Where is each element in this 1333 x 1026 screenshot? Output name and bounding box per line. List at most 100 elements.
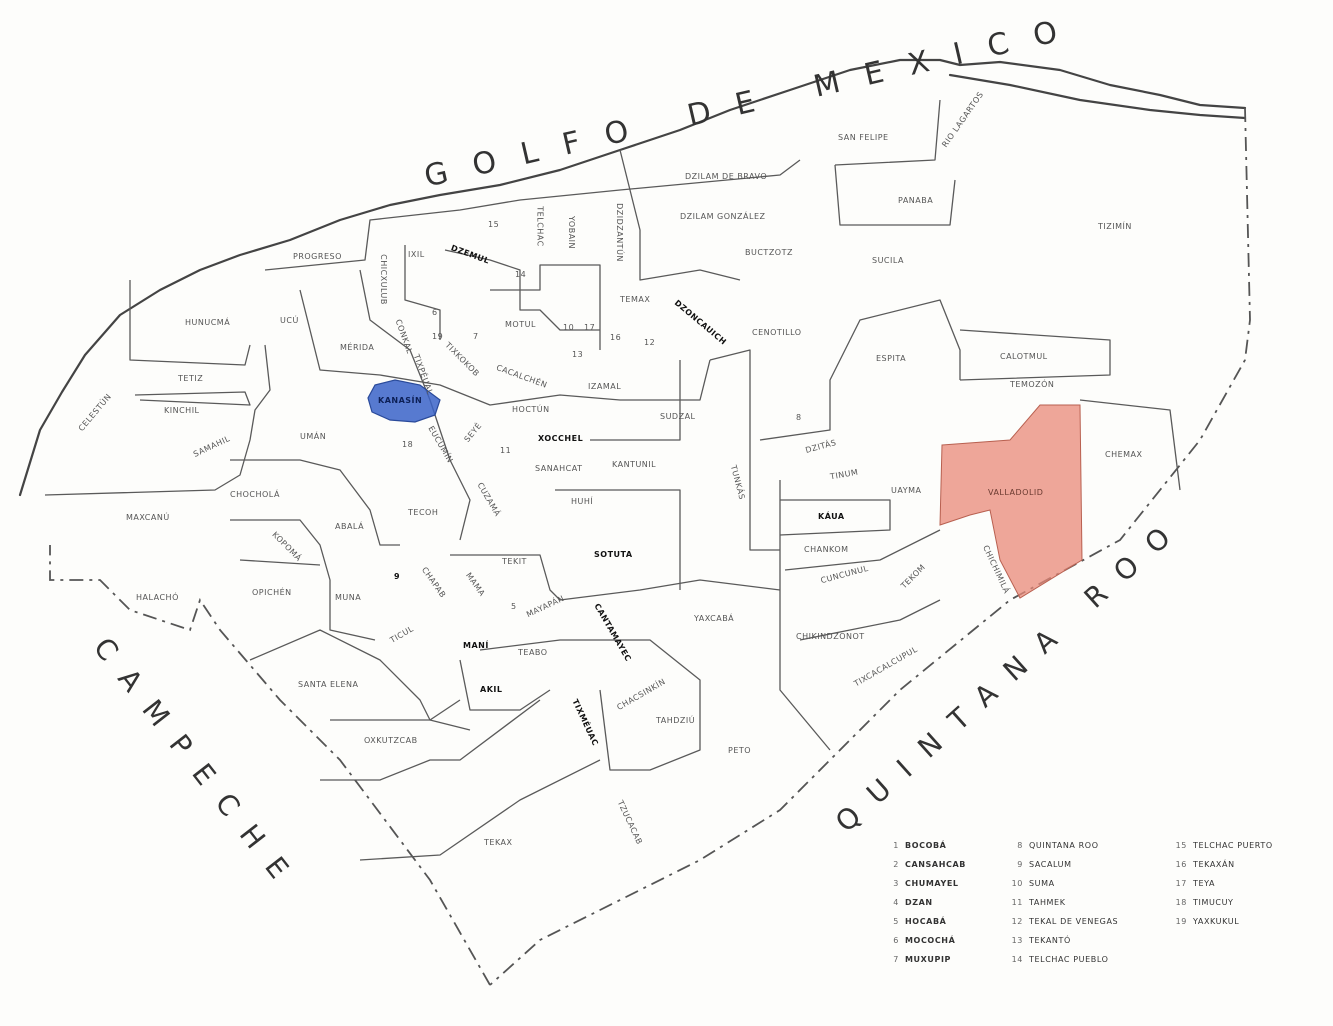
mun-label: IZAMAL (588, 382, 622, 391)
mun-label: KÁUA (818, 512, 845, 521)
mun-label: BUCTZOTZ (745, 248, 793, 257)
mun-label: ABALÁ (335, 522, 365, 531)
legend-item: 9 SACALUM (1009, 855, 1169, 873)
legend-name: TELCHAC PUERTO (1193, 840, 1273, 850)
mun-label: OXKUTZCAB (364, 736, 418, 745)
legend-item: 1 BOCOBÁ (885, 836, 1005, 854)
map-number: 9 (394, 572, 401, 581)
legend-name: TIMUCUY (1193, 897, 1234, 907)
mun-label: SAN FELIPE (838, 133, 889, 142)
mun-label: HOCTÚN (512, 405, 550, 414)
mun-label: PANABA (898, 196, 934, 205)
legend-item: 19 YAXKUKUL (1173, 912, 1313, 930)
legend-name: YAXKUKUL (1193, 916, 1240, 926)
map-number: 7 (473, 332, 479, 341)
legend-number: 1 (893, 840, 899, 850)
map-number: 13 (572, 350, 584, 359)
municipality-boundaries (44, 99, 1181, 861)
legend-number: 3 (893, 878, 899, 888)
legend-name: MOCOCHÁ (905, 935, 956, 945)
mun-label: YAXCABÁ (694, 614, 735, 623)
mun-label: CHOCHOLÁ (230, 490, 280, 499)
legend-number: 14 (1011, 954, 1023, 964)
legend-number: 16 (1175, 859, 1187, 869)
legend-item: 11 TAHMEK (1009, 893, 1169, 911)
mun-label: SANTA ELENA (298, 680, 359, 689)
map-number: 10 (563, 323, 575, 332)
mun-label: CALOTMUL (1000, 352, 1048, 361)
mun-label: TEKIT (502, 557, 527, 566)
mun-label: PETO (728, 746, 752, 755)
mun-label: DZIDZANTÚN (614, 203, 624, 262)
mun-label: TEMAX (620, 295, 651, 304)
mun-label: MUNA (335, 593, 362, 602)
map-number: 8 (796, 413, 802, 422)
mun-label: MOTUL (505, 320, 536, 329)
legend-name: BOCOBÁ (905, 840, 947, 850)
legend-name: TAHMEK (1029, 897, 1066, 907)
mun-label: TELCHAC (535, 206, 545, 247)
legend: 1 BOCOBÁ 8 QUINTANA ROO 15 TELCHAC PUERTO 2… (885, 836, 1305, 968)
mun-label: MAXCANÚ (126, 513, 170, 522)
legend-item: 4 DZAN (885, 893, 1005, 911)
mun-label: SUCILA (872, 256, 904, 265)
mun-label: UMÁN (300, 432, 327, 441)
legend-number: 15 (1175, 840, 1187, 850)
legend-name: TEKANTÓ (1029, 935, 1071, 945)
mun-label: YOBAIN (567, 215, 577, 250)
map-number: 5 (511, 602, 517, 611)
legend-item: 8 QUINTANA ROO (1009, 836, 1169, 854)
legend-name: DZAN (905, 897, 933, 907)
map-number: 19 (432, 332, 444, 341)
legend-name: CANSAHCAB (905, 859, 966, 869)
mun-label: SUDZAL (660, 412, 696, 421)
mun-label: SOTUTA (594, 550, 633, 559)
legend-number: 13 (1011, 935, 1023, 945)
map-number: 18 (402, 440, 414, 449)
mun-label: TETIZ (178, 374, 204, 383)
legend-number: 9 (1017, 859, 1023, 869)
legend-name: HOCABÁ (905, 916, 947, 926)
legend-number: 10 (1011, 878, 1023, 888)
legend-number: 8 (1017, 840, 1023, 850)
legend-number: 4 (893, 897, 899, 907)
legend-item (1173, 931, 1313, 949)
legend-number: 6 (893, 935, 899, 945)
mun-label: VALLADOLID (988, 488, 1044, 497)
mun-label: TEKAX (484, 838, 513, 847)
legend-name: MUXUPIP (905, 954, 952, 964)
legend-name: SUMA (1029, 878, 1055, 888)
mun-label: TECOH (408, 508, 439, 517)
mun-label: ESPITA (876, 354, 907, 363)
legend-name: SACALUM (1029, 859, 1072, 869)
mun-label: IXIL (408, 250, 425, 259)
mun-label: HALACHÓ (136, 593, 179, 602)
mun-label: AKIL (480, 685, 503, 694)
mun-label: DZILAM GONZÁLEZ (680, 212, 766, 221)
coastline-islet (948, 73, 1247, 120)
mun-label: TAHDZIÚ (656, 716, 696, 725)
map-number: 6 (432, 308, 438, 317)
map-number: 15 (488, 220, 500, 229)
mun-label: TEABO (518, 648, 548, 657)
map-number: 16 (610, 333, 622, 342)
mun-label: TEMOZÓN (1010, 380, 1055, 389)
mun-label: UCÚ (280, 316, 299, 325)
mun-label: MANÍ (463, 641, 489, 650)
mun-label: TIZIMÍN (1098, 222, 1132, 231)
mun-label: CHEMAX (1105, 450, 1143, 459)
mun-label: CHICXULUB (378, 254, 388, 305)
mun-label: DZILAM DE BRAVO (685, 172, 768, 181)
map-number: 17 (584, 323, 596, 332)
legend-number: 19 (1175, 916, 1187, 926)
legend-name: TEKAL DE VENEGAS (1029, 916, 1119, 926)
legend-number: 11 (1011, 897, 1023, 907)
legend-name: QUINTANA ROO (1029, 840, 1099, 850)
